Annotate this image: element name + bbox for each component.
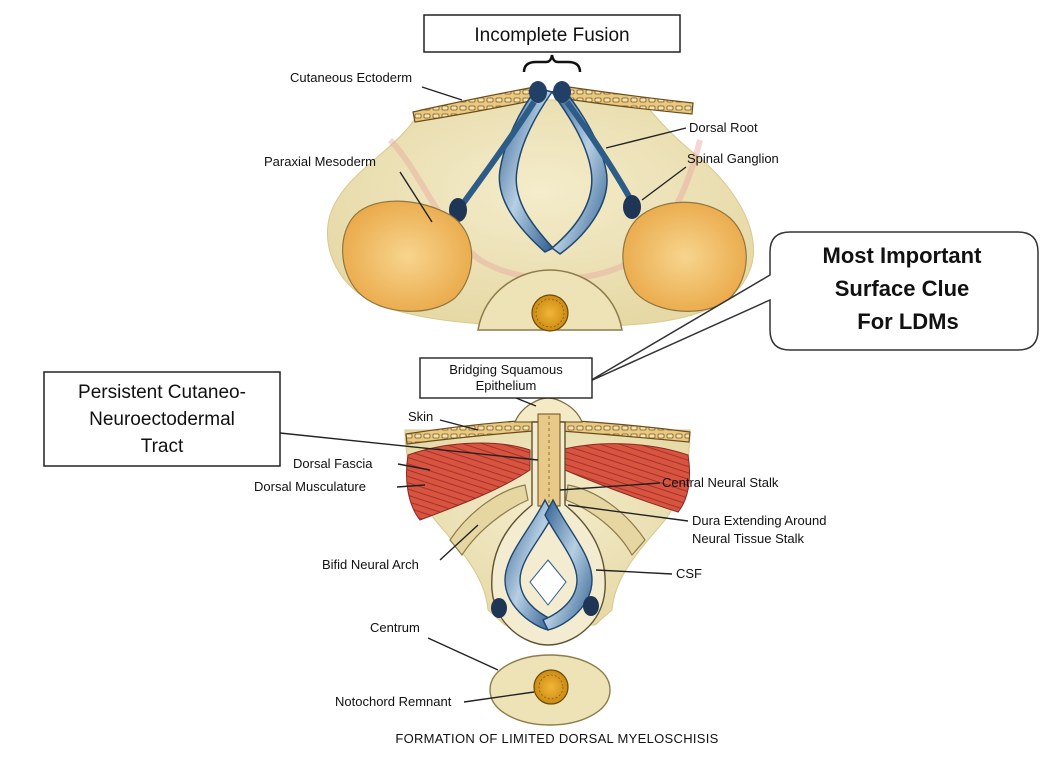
top-neural-crest-left: [529, 81, 547, 103]
neural-tube-right: [542, 498, 593, 631]
leader-notochord-remnant: [463, 691, 535, 703]
leader-dorsal-musculature: [396, 484, 426, 488]
fusion-brace: [522, 54, 582, 73]
top-ectoderm-right: [559, 85, 694, 115]
tract-box-line-1: Persistent Cutaneo-: [78, 382, 246, 403]
bifid-neural-arch-right: [565, 484, 646, 557]
top-somite-right: [622, 201, 747, 312]
label-dura-line-2: Neural Tissue Stalk: [692, 531, 804, 546]
leader-paraxial-mesoderm: [399, 171, 433, 223]
callout-bubble: [587, 231, 1039, 383]
bridging-box-line-1: Bridging Squamous: [449, 362, 563, 377]
incomplete-fusion-label: Incomplete Fusion: [474, 25, 629, 46]
bottom-ganglion-left: [491, 598, 507, 618]
tract-box-line-2: Neuroectodermal: [89, 409, 235, 430]
label-bifid-neural-arch: Bifid Neural Arch: [322, 557, 419, 572]
incomplete-fusion-box: [423, 14, 681, 53]
label-dorsal-fascia: Dorsal Fascia: [293, 456, 373, 471]
bifid-neural-arch-left: [449, 484, 529, 557]
bridging-box-line-2: Epithelium: [476, 378, 537, 393]
top-spinal-ganglion-left: [449, 198, 467, 222]
top-panel: Incomplete Fusion Cutaneous Ectoderm Dor…: [264, 14, 779, 332]
label-dorsal-root: Dorsal Root: [689, 120, 758, 135]
figure-caption: FORMATION OF LIMITED DORSAL MYELOSCHISIS: [395, 731, 718, 746]
label-notochord-remnant: Notochord Remnant: [335, 694, 452, 709]
leader-bridging-epithelium: [515, 397, 537, 407]
top-somite-left: [342, 200, 473, 312]
skin-right: [561, 419, 691, 443]
surface-clue-callout: Most Important Surface Clue For LDMs: [587, 231, 1039, 383]
label-spinal-ganglion: Spinal Ganglion: [687, 151, 779, 166]
leader-dura: [567, 504, 689, 522]
bottom-panel: Bridging Squamous Epithelium Persistent …: [43, 357, 826, 726]
leader-spinal-ganglion: [641, 166, 687, 201]
leader-cutaneous-ectoderm: [421, 86, 463, 101]
label-dorsal-musculature: Dorsal Musculature: [254, 479, 366, 494]
leader-csf: [595, 569, 673, 575]
leader-central-neural-stalk: [559, 482, 661, 491]
leader-persistent-tract: [279, 432, 539, 461]
top-neural-crest-right: [553, 81, 571, 103]
central-canal: [529, 559, 567, 606]
top-notochord-texture: [535, 298, 565, 328]
tract-box-line-3: Tract: [141, 436, 184, 457]
label-central-neural-stalk: Central Neural Stalk: [662, 475, 779, 490]
persistent-tract-box: [43, 371, 281, 467]
label-dura-line-1: Dura Extending Around: [692, 513, 826, 528]
leader-dorsal-fascia: [397, 463, 431, 471]
leader-centrum: [427, 637, 499, 671]
dorsal-musculature-left: [406, 442, 531, 521]
label-paraxial-mesoderm: Paraxial Mesoderm: [264, 154, 376, 169]
callout-line-3: For LDMs: [857, 309, 958, 334]
leader-skin: [439, 419, 479, 431]
label-centrum: Centrum: [370, 620, 420, 635]
label-skin: Skin: [408, 409, 433, 424]
label-cutaneous-ectoderm: Cutaneous Ectoderm: [290, 70, 412, 85]
callout-line-1: Most Important: [823, 243, 983, 268]
callout-line-2: Surface Clue: [835, 276, 970, 301]
top-dorsal-root-left: [459, 100, 537, 207]
top-notochord: [531, 294, 569, 332]
leader-bifid-neural-arch: [439, 524, 479, 561]
label-csf: CSF: [676, 566, 702, 581]
leader-dorsal-root: [605, 127, 687, 149]
bottom-ganglion-right: [583, 596, 599, 616]
top-dorsal-root-right: [564, 100, 635, 204]
notochord-remnant-texture: [538, 674, 564, 700]
top-spinal-ganglion-right: [623, 195, 641, 219]
bridging-epithelium-box: [419, 357, 593, 399]
